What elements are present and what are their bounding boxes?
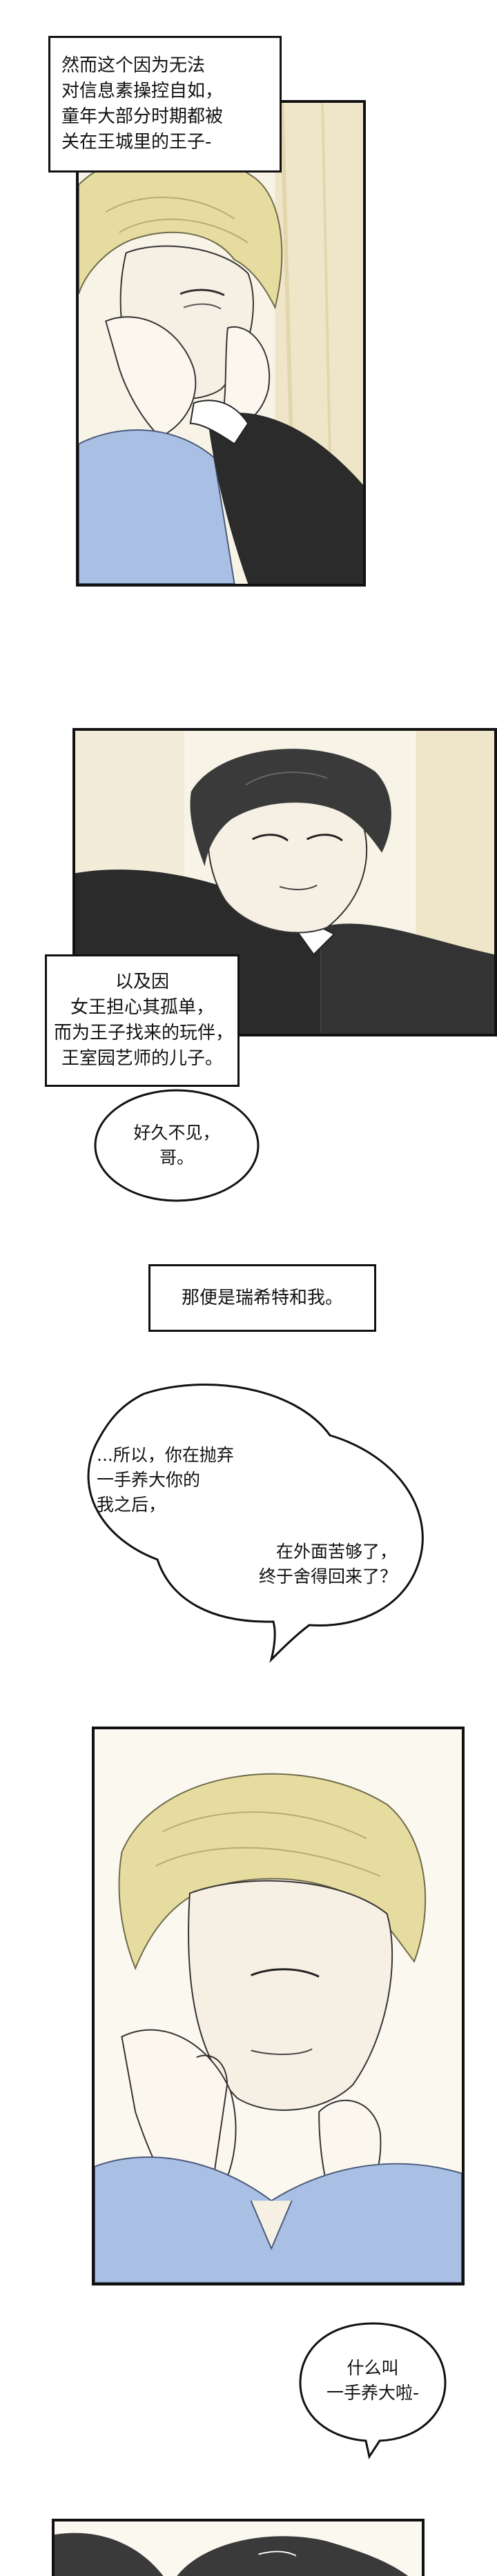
narration-line: 童年大部分时期都被	[61, 106, 224, 127]
narration-line: 以及因	[115, 972, 169, 992]
speech-bubble-2	[87, 1384, 424, 1663]
dialogue-line: 一手养大你的	[97, 1470, 201, 1490]
speech-bubble-1	[94, 1089, 260, 1202]
narration-line: 王室园艺师的儿子。	[61, 1048, 223, 1069]
narration-line: 那便是瑞希特和我。	[181, 1287, 343, 1308]
speech-bubble-3-text: 什么叫 一手养大啦-	[293, 2343, 452, 2419]
speech-bubble-2-text-top: ...所以，你在抛弃 一手养大你的 我之后，	[97, 1435, 304, 1525]
speech-bubble-1-text: 好久不见， 哥。	[88, 1104, 265, 1187]
dialogue-line: 一手养大啦-	[326, 2383, 420, 2403]
narration-line: 女王担心其孤单，	[70, 997, 214, 1018]
narration-line: 关在王城里的王子-	[61, 132, 212, 153]
dialogue-line: 在外面苦够了，	[275, 1542, 397, 1562]
dialogue-line: 终于舍得回来了？	[258, 1566, 397, 1586]
dialogue-line: ...所以，你在抛弃	[97, 1445, 234, 1465]
narration-line: 而为王子找来的玩伴，	[54, 1023, 234, 1043]
narration-line: 然而这个因为无法	[61, 55, 206, 76]
panel-1-blond-man-face-held	[76, 100, 366, 587]
speech-bubble-3	[299, 2322, 447, 2459]
dialogue-line: 哥。	[159, 1148, 194, 1168]
dialogue-line: 我之后，	[97, 1495, 166, 1515]
panel-4-partial-dark-hair	[52, 2519, 425, 2576]
narration-line: 对信息素操控自如，	[61, 81, 224, 101]
narration-box-2: 以及因 女王担心其孤单， 而为王子找来的玩伴， 王室园艺师的儿子。	[45, 954, 240, 1087]
dialogue-line: 好久不见，	[133, 1123, 220, 1143]
narration-box-1: 然而这个因为无法 对信息素操控自如， 童年大部分时期都被 关在王城里的王子-	[48, 36, 282, 173]
dialogue-line: 什么叫	[347, 2358, 399, 2378]
panel-3-blond-man-closeup	[92, 1727, 465, 2285]
speech-bubble-2-text-bottom: 在外面苦够了， 终于舍得回来了？	[204, 1533, 397, 1595]
narration-box-3: 那便是瑞希特和我。	[148, 1264, 376, 1332]
